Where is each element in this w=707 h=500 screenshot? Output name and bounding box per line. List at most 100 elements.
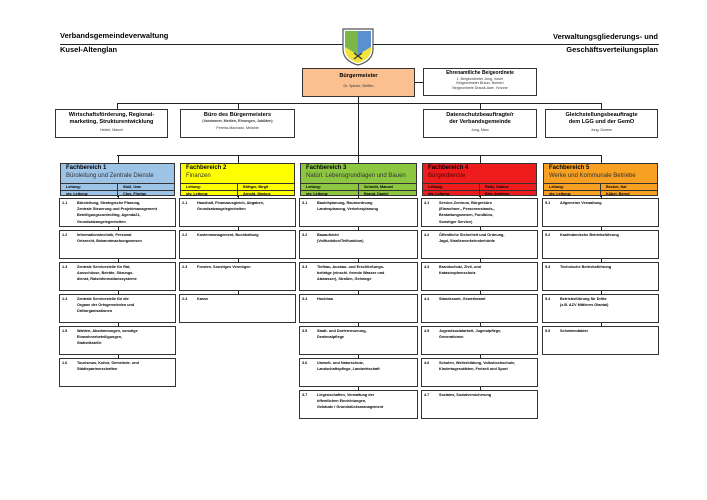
sachgebiet-text: Schulen, Weiterbildung, Volkshochschule,… bbox=[439, 361, 516, 372]
sachgebiet-text: Umwelt- und Naturschutz, Landschaftspfle… bbox=[317, 361, 380, 372]
leitung-row: stv. Leitung:Brand, Daniel bbox=[301, 191, 416, 197]
plan-title-line2: Geschäftsverteilungsplan bbox=[566, 45, 658, 54]
leitung-label: Leitung: bbox=[61, 184, 118, 190]
fachbereich-number: Fachbereich 3 bbox=[306, 165, 347, 171]
leitung-label: Leitung: bbox=[181, 184, 238, 190]
connector bbox=[358, 155, 359, 163]
leitung-row: stv. Leitung: Kübel, Bernd bbox=[544, 191, 657, 197]
connector bbox=[480, 155, 481, 163]
connector bbox=[118, 155, 119, 163]
leitung-name: Becker, Kai bbox=[606, 185, 627, 189]
sachgebiet-number: 1.2 bbox=[62, 233, 68, 237]
leitung-row: Leitung: Stoll, Uwe bbox=[61, 184, 174, 191]
sachgebiet-box: 1.3 Zentrale Servicestelle für Rat, Aussc… bbox=[59, 262, 176, 291]
connector bbox=[480, 103, 481, 109]
connector bbox=[238, 155, 239, 163]
sachgebiet-text: Liegenschaften, Verwaltung der öffentlic… bbox=[317, 393, 384, 410]
sachgebiet-number: 1.6 bbox=[62, 361, 68, 365]
connector bbox=[358, 97, 359, 163]
beigeordnete-title: Ehrenamtliche Beigeordnete bbox=[446, 70, 514, 76]
staff-title: Gleichstellungsbeauftragte dem LGG und d… bbox=[565, 112, 638, 125]
connector bbox=[117, 103, 602, 104]
fachbereich-number: Fachbereich 4 bbox=[428, 165, 469, 171]
sachgebiet-number: 3.5 bbox=[302, 329, 308, 333]
leitung-label: stv. Leitung: bbox=[544, 191, 601, 197]
sachgebiet-text: Technische Betriebsführung bbox=[560, 265, 612, 269]
leitung-name: Bier, Andreas bbox=[485, 192, 510, 196]
sachgebiet-number: 2.3 bbox=[182, 265, 188, 269]
staff-box: Büro des Bürgermeisters(Vorzimmer, Medie… bbox=[180, 109, 295, 138]
leitung-name: Stoll, Uwe bbox=[123, 185, 142, 189]
coat-of-arms-logo bbox=[342, 28, 374, 66]
leitung-name: Kübel, Bernd bbox=[606, 192, 630, 196]
org-name-line2: Kusel-Altenglan bbox=[60, 45, 118, 54]
sachgebiet-text: Service-Zentrum, Bürgerbüro (Einwohner-,… bbox=[439, 201, 495, 224]
sachgebiet-text: Kasse bbox=[197, 297, 209, 301]
sachgebiet-text: Jugendsozialarbeit, Jugendpflege, Genera… bbox=[439, 329, 502, 340]
sachgebiet-number: 1.5 bbox=[62, 329, 68, 333]
fachbereich-number: Fachbereich 2 bbox=[186, 165, 227, 171]
leitung-name: Böttger, Birgit bbox=[243, 185, 269, 189]
sachgebiet-number: 1.3 bbox=[62, 265, 68, 269]
leitung-name: Reitz, Sabine bbox=[485, 185, 509, 189]
sachgebiet-number: 5.5 bbox=[545, 329, 551, 333]
sachgebiet-text: Hochbau bbox=[317, 297, 334, 301]
connector bbox=[117, 103, 118, 109]
sachgebiet-box: 2.4 Kasse bbox=[179, 294, 296, 323]
fachbereich-description: Büroleitung und Zentrale Dienste bbox=[66, 173, 154, 179]
sachgebiet-box: 1.6 Tourismus, Kultur, Gemeinde- und Städ… bbox=[59, 358, 176, 387]
sachgebiet-box: 4.6 Schulen, Weiterbildung, Volkshochschu… bbox=[421, 358, 538, 387]
staff-name: Pereira-Machado, Melanie bbox=[216, 125, 259, 130]
beigeordnete-line: 1. Beigeordneter Jung, Xaver bbox=[456, 76, 504, 81]
sachgebiet-box: 3.3 Tiefbau, Ausbau- und Erschließungs- b… bbox=[299, 262, 418, 291]
sachgebiet-text: Kostenmanagement, Buchhaltung bbox=[197, 233, 259, 237]
sachgebiet-box: 2.2 Kostenmanagement, Buchhaltung bbox=[179, 230, 296, 259]
sachgebiet-text: Brandschutz, Zivil- und Katastrophenschu… bbox=[439, 265, 481, 276]
leitung-label: stv. Leitung: bbox=[423, 191, 480, 197]
buergermeister-title: Bürgermeister bbox=[339, 73, 378, 79]
sachgebiet-number: 3.2 bbox=[302, 233, 308, 237]
staff-box: Datenschutzbeauftragte/r der Verbandsgem… bbox=[423, 109, 537, 138]
leitung-row: stv. Leitung:Arnold, Markus bbox=[181, 191, 294, 197]
connector bbox=[117, 155, 602, 156]
connector bbox=[601, 103, 602, 109]
sachgebiet-text: Haushalt, Finanzausgleich, Abgaben, Grun… bbox=[197, 201, 264, 212]
fachbereich-title-block: Fachbereich 1 Büroleitung und Zentrale Di… bbox=[61, 164, 174, 184]
sachgebiet-number: 4.6 bbox=[424, 361, 430, 365]
beigeordnete-box: Ehrenamtliche Beigeordnete 1. Beigeordne… bbox=[423, 68, 537, 96]
fachbereich-description: Werke und Kommunale Betriebe bbox=[549, 173, 636, 179]
sachgebiet-number: 5.1 bbox=[545, 201, 551, 205]
sachgebiet-text: Zentrale Servicestelle für Rat, Ausschüs… bbox=[77, 265, 137, 282]
sachgebiet-text: Wahlen, Abstimmungen, sonstige Einwohner… bbox=[77, 329, 138, 346]
fachbereich-number: Fachbereich 1 bbox=[66, 165, 107, 171]
sachgebiet-text: Büroleitung, Strategische Planung, Zentr… bbox=[77, 201, 157, 224]
sachgebiet-text: Tiefbau, Ausbau- und Erschließungs- beit… bbox=[317, 265, 385, 282]
sachgebiet-text: Tourismus, Kultur, Gemeinde- und Städtep… bbox=[77, 361, 139, 372]
sachgebiet-number: 1.4 bbox=[62, 297, 68, 301]
sachgebiet-number: 2.4 bbox=[182, 297, 188, 301]
leitung-name: Schmitt, Manuel bbox=[364, 185, 394, 189]
staff-box: Gleichstellungsbeauftragte dem LGG und d… bbox=[545, 109, 658, 138]
fachbereich-header: Fachbereich 1 Büroleitung und Zentrale Di… bbox=[60, 163, 175, 197]
sachgebiet-number: 2.2 bbox=[182, 233, 188, 237]
org-name-line1: Verbandsgemeindeverwaltung bbox=[60, 31, 169, 40]
sachgebiet-number: 3.3 bbox=[302, 265, 308, 269]
